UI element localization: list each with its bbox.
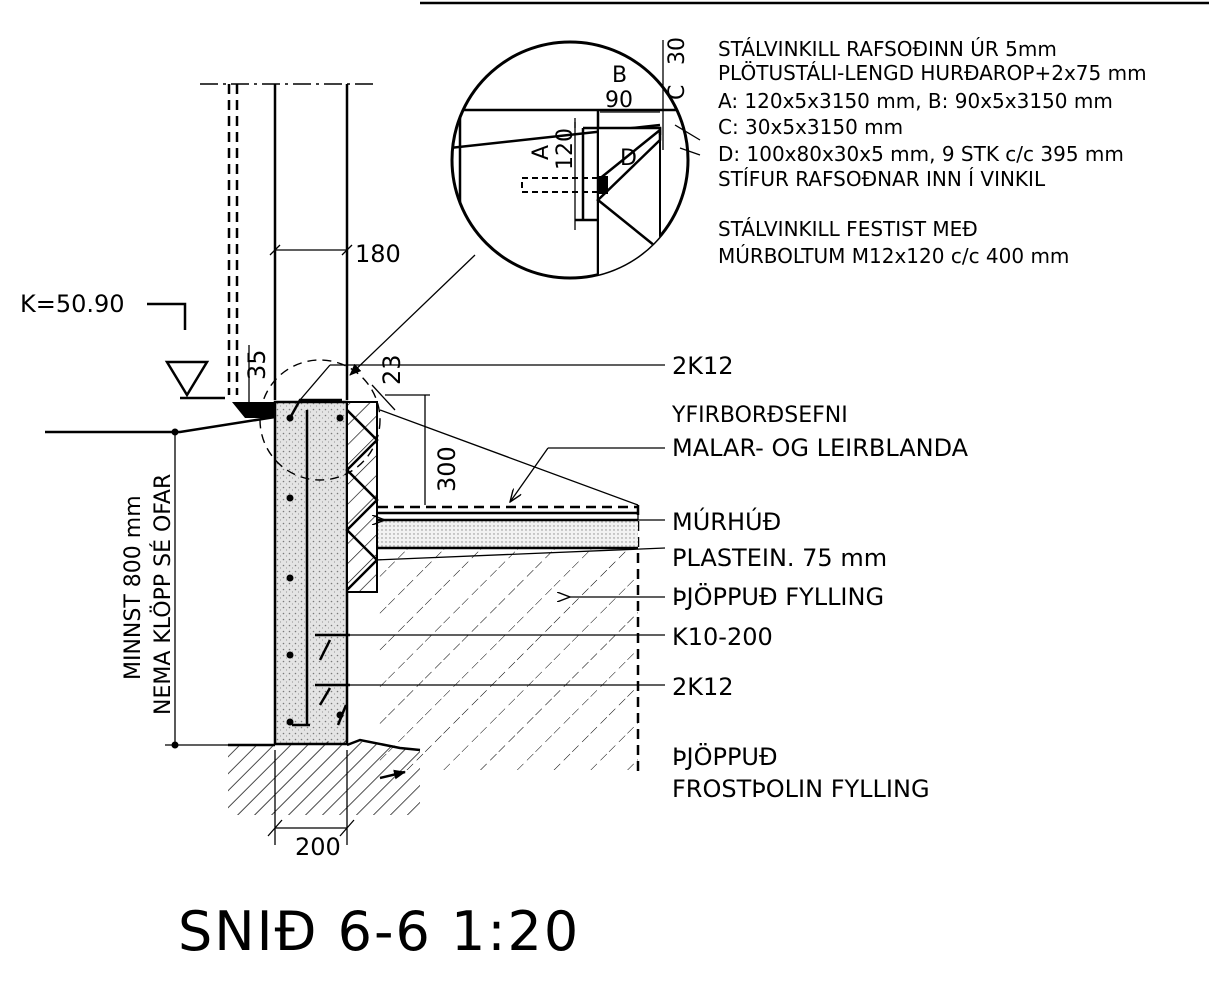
dim-200: 200: [295, 833, 341, 861]
note-line-4: C: 30x5x3150 mm: [718, 115, 903, 139]
ground-line-left: [45, 415, 276, 434]
detail-A: A: [529, 145, 554, 160]
base-ground-line-right: [346, 738, 421, 752]
label-surface-1: YFIRBORÐSEFNI: [671, 403, 848, 428]
detail-angle-top: [583, 126, 662, 135]
note-line-7: STÁLVINKILL FESTIST MEÐ: [718, 217, 978, 241]
note-line-8: MÚRBOLTUM M12x120 c/c 400 mm: [718, 244, 1069, 268]
leader-surface-b: [510, 447, 549, 502]
ground-cap: [232, 402, 275, 418]
drawing-title: SNIÐ 6-6 1:20: [178, 900, 580, 963]
note-line-5: D: 100x80x30x5 mm, 9 STK c/c 395 mm: [718, 142, 1124, 166]
label-stirrups: K10-200: [672, 623, 773, 651]
detail-dim-30: 30: [665, 37, 690, 65]
label-base-fill-2: FROSTÞOLIN FYLLING: [672, 775, 930, 803]
slope-line: [379, 409, 639, 506]
note-line-1: STÁLVINKILL RAFSOÐINN ÚR 5mm: [718, 37, 1057, 61]
label-mortar: MÚRHÚÐ: [672, 506, 781, 536]
detail-dim-c-tick-b: [679, 147, 701, 156]
dim-180: 180: [355, 240, 401, 268]
detail-D: D: [620, 146, 637, 171]
dim-23-tick: [371, 384, 396, 411]
depth-label-2: NEMA KLÖPP SÉ OFAR: [150, 474, 176, 715]
detail-bolt-head: [598, 176, 608, 194]
label-base-fill-1: ÞJÖPPUÐ: [672, 742, 778, 771]
dim-200-tick-a: [267, 819, 283, 837]
compacted-fill-area: [378, 548, 638, 770]
main-section: 180 35 23 300 K=50.90 MINNST 800 mm NEMA…: [20, 83, 640, 861]
base-ground-hatch: [228, 740, 420, 815]
dim-35: 35: [243, 349, 271, 380]
dim-180-tick-a: [269, 244, 281, 256]
detail-dim-90: 90: [605, 88, 633, 113]
dim-180-tick-b: [341, 244, 353, 256]
detail-leader: [349, 254, 476, 376]
dim-300: 300: [433, 446, 461, 492]
label-rebar-bottom: 2K12: [672, 673, 734, 701]
notes: STÁLVINKILL RAFSOÐINN ÚR 5mm PLÖTUSTÁLI-…: [718, 37, 1147, 268]
dim-200-tick-b: [339, 819, 355, 837]
label-fill: ÞJÖPPUÐ FYLLING: [672, 582, 884, 611]
level-triangle: [164, 360, 210, 398]
detail-dim-c-tick-a: [674, 124, 701, 141]
magnified-detail: B 90 A 120 D C 30: [450, 37, 701, 280]
depth-dot-top: [171, 428, 179, 436]
detail-B: B: [612, 63, 627, 88]
leader-insulation: [374, 547, 666, 561]
concrete-wall: [273, 400, 349, 746]
level-leader: [147, 302, 187, 330]
depth-label-1: MINNST 800 mm: [121, 495, 146, 680]
base-ground-arrow: [379, 769, 406, 780]
label-insulation: PLASTEIN. 75 mm: [672, 544, 887, 572]
labels-right: 2K12 YFIRBORÐSEFNI MALAR- OG LEIRBLANDA …: [299, 352, 969, 803]
label-surface-2: MALAR- OG LEIRBLANDA: [672, 434, 969, 462]
leader-2k12-top-a: [299, 364, 331, 401]
level-label: K=50.90: [20, 290, 125, 318]
mortar-layer: [378, 520, 638, 548]
dim-23: 23: [378, 354, 406, 385]
label-rebar-top: 2K12: [672, 352, 734, 380]
detail-C: C: [665, 85, 690, 100]
detail-dim-120: 120: [553, 128, 578, 170]
note-line-6: STÍFUR RAFSOÐNAR INN Í VINKIL: [718, 167, 1046, 191]
note-line-2: PLÖTUSTÁLI-LENGD HURÐAROP+2x75 mm: [718, 61, 1147, 85]
note-line-3: A: 120x5x3150 mm, B: 90x5x3150 mm: [718, 89, 1113, 113]
detail-marker-circle: [259, 359, 381, 481]
